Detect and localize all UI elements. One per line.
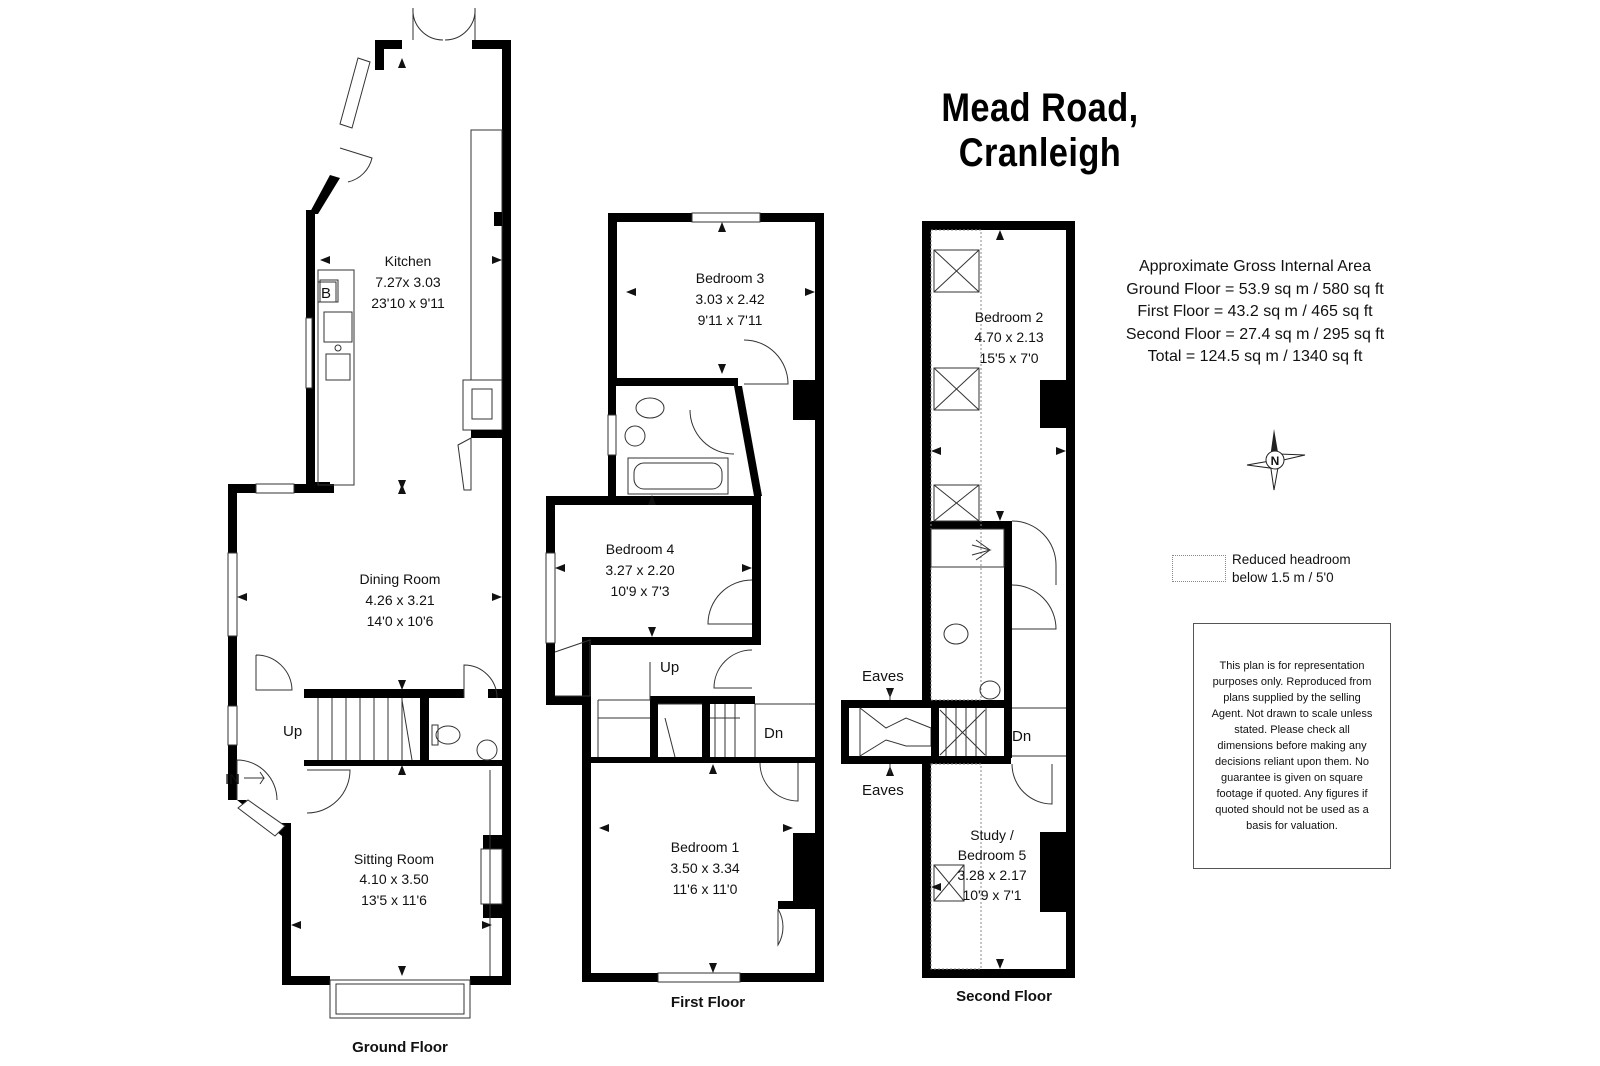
svg-text:Sitting Room: Sitting Room [354, 851, 434, 867]
svg-text:4.26 x 3.21: 4.26 x 3.21 [365, 592, 434, 608]
area-total: Total = 124.5 sq m / 1340 sq ft [1147, 348, 1363, 365]
svg-text:4.70 x 2.13: 4.70 x 2.13 [974, 329, 1043, 345]
area-ground: Ground Floor = 53.9 sq m / 580 sq ft [1126, 280, 1384, 298]
svg-text:Dining Room: Dining Room [360, 571, 441, 587]
svg-text:3.27 x 2.20: 3.27 x 2.20 [605, 562, 674, 578]
svg-text:7.27x 3.03: 7.27x 3.03 [375, 274, 441, 290]
second-floor-plan: Eaves Eaves Dn Bedroom 2 4.70 x 2.13 15'… [841, 221, 1075, 1005]
svg-text:15'5 x 7'0: 15'5 x 7'0 [979, 350, 1038, 366]
first-dn-label: Dn [764, 725, 783, 742]
area-first: First Floor = 43.2 sq m / 465 sq ft [1137, 303, 1373, 320]
disclaimer-box: This plan is for representation purposes… [1193, 623, 1391, 869]
svg-text:3.28 x 2.17: 3.28 x 2.17 [957, 867, 1026, 883]
svg-text:11'6 x 11'0: 11'6 x 11'0 [673, 881, 738, 897]
svg-text:23'10 x 9'11: 23'10 x 9'11 [371, 295, 445, 311]
svg-text:10'9 x 7'1: 10'9 x 7'1 [962, 887, 1021, 903]
compass-label: N [1271, 454, 1280, 468]
in-label: IN [225, 771, 240, 788]
area-heading: Approximate Gross Internal Area [1138, 258, 1372, 275]
room-bedroom2: Bedroom 2 4.70 x 2.13 15'5 x 7'0 [974, 309, 1043, 366]
svg-text:9'11 x 7'11: 9'11 x 7'11 [698, 312, 763, 328]
compass-icon: N [1246, 429, 1306, 491]
gross-area: Approximate Gross Internal Area Ground F… [1100, 256, 1410, 369]
room-bedroom1: Bedroom 1 3.50 x 3.34 11'6 x 11'0 [670, 839, 739, 897]
svg-text:Bedroom 2: Bedroom 2 [975, 309, 1044, 325]
svg-text:Bedroom 1: Bedroom 1 [671, 839, 740, 855]
room-study: Study / Bedroom 5 3.28 x 2.17 10'9 x 7'1 [957, 827, 1026, 903]
room-dining: Dining Room 4.26 x 3.21 14'0 x 10'6 [360, 571, 441, 629]
reduced-headroom-legend: Reduced headroom below 1.5 m / 5'0 [1232, 551, 1382, 587]
svg-text:3.50 x 3.34: 3.50 x 3.34 [670, 860, 739, 876]
boiler-icon [317, 281, 337, 303]
second-floor-label: Second Floor [956, 988, 1052, 1005]
ground-floor-label: Ground Floor [352, 1039, 448, 1056]
room-bedroom3: Bedroom 3 3.03 x 2.42 9'11 x 7'11 [695, 270, 764, 328]
first-floor-label: First Floor [671, 994, 745, 1011]
eaves-label-top: Eaves [862, 668, 904, 685]
second-dn-label: Dn [1012, 728, 1031, 745]
svg-text:Study /: Study / [970, 827, 1014, 843]
eaves-label-bottom: Eaves [862, 782, 904, 799]
svg-text:Kitchen: Kitchen [385, 253, 432, 269]
ground-floor-plan: IN Up B Kitchen 7.27x 3.03 23'10 x 9'11 … [225, 7, 511, 1056]
legend-line1: Reduced headroom [1232, 552, 1351, 567]
ground-up-label: Up [283, 723, 302, 740]
svg-text:Bedroom 5: Bedroom 5 [958, 847, 1027, 863]
legend-line2: below 1.5 m / 5'0 [1232, 570, 1334, 585]
reduced-headroom-swatch [1172, 555, 1226, 582]
svg-text:Bedroom 4: Bedroom 4 [606, 541, 675, 557]
room-kitchen: Kitchen 7.27x 3.03 23'10 x 9'11 [371, 253, 445, 311]
svg-text:13'5 x 11'6: 13'5 x 11'6 [361, 892, 427, 908]
svg-text:14'0 x 10'6: 14'0 x 10'6 [367, 613, 434, 629]
room-sitting: Sitting Room 4.10 x 3.50 13'5 x 11'6 [354, 851, 434, 908]
svg-text:4.10 x 3.50: 4.10 x 3.50 [359, 871, 428, 887]
first-floor-plan: Up Dn Bedroom 3 3.03 x 2.42 9'11 x 7'11 … [545, 212, 824, 1011]
page-title: Mead Road, Cranleigh [941, 86, 1139, 175]
area-second: Second Floor = 27.4 sq m / 295 sq ft [1125, 325, 1385, 343]
first-up-label: Up [660, 659, 679, 676]
svg-text:Bedroom 3: Bedroom 3 [696, 270, 765, 286]
svg-text:3.03 x 2.42: 3.03 x 2.42 [695, 291, 764, 307]
svg-text:10'9 x 7'3: 10'9 x 7'3 [610, 583, 669, 599]
room-bedroom4: Bedroom 4 3.27 x 2.20 10'9 x 7'3 [605, 541, 674, 599]
boiler-label: B [321, 285, 331, 302]
